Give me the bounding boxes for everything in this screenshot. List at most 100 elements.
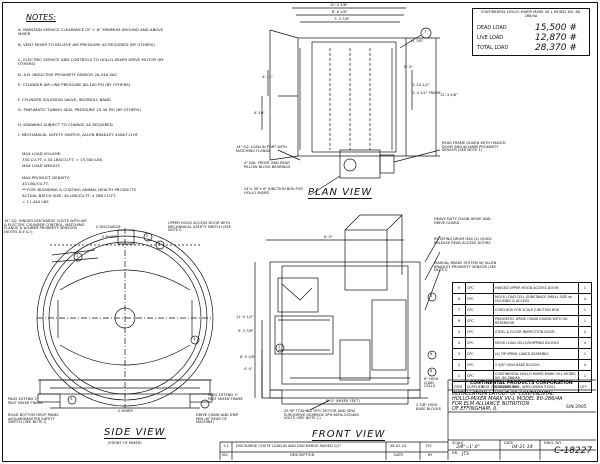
front-dim-width: 6'-0" <box>324 235 333 239</box>
bom-header-qty: QTY <box>578 381 592 393</box>
bom-cell-no: 9 <box>452 282 466 294</box>
bom-cell-no: 1 <box>452 370 466 382</box>
side-label-mixer-cl-bottom: £ MIXER <box>118 409 133 413</box>
drawing-number: C-18227 <box>554 446 593 456</box>
plan-dim-7: 6'-3" <box>404 65 413 69</box>
revision-description: DISCHARGE CHUTE LOAD-IN AND DISCHARGE RA… <box>236 444 342 448</box>
bom-cell-no: 2 <box>452 359 466 371</box>
bom-cell-desc: 2 5/8" HIGH BASE BLOCKS <box>493 359 579 371</box>
bom-cell-qty: 1 <box>578 282 592 294</box>
side-label-discharge-chute: 14" SQ. HINGED DISCHARGE CHUTE WITH AIR … <box>4 219 87 234</box>
serial-number: S/N 2905 <box>566 405 587 410</box>
side-label-discharge-cl: £ DISCHARGE <box>96 225 121 229</box>
note-extra: MAX LOAD VOLUME: <box>22 151 62 156</box>
bom-header-row: ITEM SUPPLIER DESCRIPTION QTY <box>452 381 592 393</box>
bom-cell-desc: STEEL & FLOOR INSPECTION DOOR <box>493 326 579 338</box>
scale-value: 3/8"=1'-0" <box>456 445 480 450</box>
front-label-motor: 25 HP TOSHIBA TEFC MOTOR AND SEW EURODRI… <box>284 409 359 421</box>
bom-cell-supplier: CPC <box>465 326 494 338</box>
side-label-upper-hood: UPPER HOOD ACCESS DOOR WITH MECHANICAL S… <box>168 221 232 233</box>
front-label-chain-drive: HEAVY DUTY CHAIN DRIVE AND DRIVE GUARD <box>434 217 491 225</box>
bom-cell-desc: CONTINENTAL HOLLO-MIXER MARK VII-L MODEL… <box>493 370 579 382</box>
dead-load-label: DEAD LOAD <box>477 25 507 31</box>
bom-cell-supplier: CPC <box>465 315 494 327</box>
plan-dim-4: 4'-11" <box>262 75 273 79</box>
note-item: G. PNEUMATIC TUBING SEAL PRESSURE 15-30 … <box>18 107 141 112</box>
plan-dim-10: 1'-4 1/2" FRAME <box>412 91 441 95</box>
bom-cell-supplier: CPC <box>465 282 494 294</box>
total-load-label: TOTAL LOAD <box>477 45 509 51</box>
front-dim-5: 4'-0" <box>244 367 253 371</box>
bom-cell-no: 6 <box>452 315 466 327</box>
front-dim-load-cells: 6" HIGH LOAD CELLS <box>424 377 439 389</box>
drawn-by: JTS <box>462 452 469 457</box>
bom-cell-desc: MOCK LOAD CELLS/SHIPPING BLOCKS <box>493 337 579 349</box>
note-item: H. DRAWING SUBJECT TO CHANGE AS REQUIRED <box>18 122 113 127</box>
bom-cell-qty: 4 <box>578 337 592 349</box>
date-value: 04-21-14 <box>512 445 533 450</box>
bom-header-desc: DESCRIPTION <box>493 381 579 393</box>
date-label: DATE <box>504 441 514 445</box>
front-callout-5: 5 <box>430 294 433 298</box>
note-extra: 45 LBS/CU.FT. <box>22 181 49 186</box>
note-item: A. MAINTAIN SERVICE CLEARANCE OF 1'-6" M… <box>18 27 164 36</box>
note-extra: = 11,440 LBS <box>22 199 49 204</box>
note-item: F. CYLINDER SOLENOID VALVE, INCRNOLL BAN… <box>18 97 111 102</box>
bom-cell-supplier: CPC <box>465 348 494 360</box>
side-callout-9: 9 <box>70 397 73 401</box>
note-extra: MAX LOAD WEIGHT: <box>22 163 61 168</box>
note-extra: ** FOR: BLENDING & COATING ANIMAL HEALTH… <box>22 187 136 192</box>
bom-cell-no: 4 <box>452 337 466 349</box>
front-label-brake: MANUAL BRAKE SYSTEM W/ ALLEN BRADLEY PRO… <box>434 261 497 273</box>
project-line-3: FOR ELM ALLIANCE NUTRITION <box>452 401 530 407</box>
bom-cell-desc: MOCK LOAD CELL SUBSTANCE SMALL SIZE w/ H… <box>493 293 579 305</box>
revision-by: JTS <box>426 444 432 448</box>
bom-cell-qty: 4 <box>578 293 592 305</box>
bom-cell-supplier: CPC <box>465 359 494 371</box>
bom-cell-desc: PNEUMATIC DRIVE CHAIN GUARD WITH OIL RES… <box>493 315 579 327</box>
bom-cell-no: 5 <box>452 326 466 338</box>
side-callout-1: 1 <box>76 254 79 258</box>
plan-label-bearings: 4" DIA. FRONT AND REAR PILLOW BLOCK BEAR… <box>244 161 291 169</box>
plan-dim-3: 7'-3 7/8" <box>334 17 350 21</box>
bom-cell-supplier: CPC <box>465 304 494 316</box>
company-address: BOX 736 MILWAUKEE, WISCONSIN 53201 <box>482 385 556 389</box>
front-dim-height: 11'-0 1/2" <box>236 315 254 319</box>
bom-cell-qty: 1 <box>578 370 592 382</box>
side-callout-4: 4 <box>193 337 196 341</box>
bom-cell-qty: 2 <box>578 326 592 338</box>
side-callout-2: 2 <box>146 234 149 238</box>
drawn-label: DR. <box>452 451 459 455</box>
note-item: B. VENT MIXER TO RELIEVE AIR PRESSURE AS… <box>18 42 155 47</box>
live-load-value: 12,870 # <box>535 33 577 43</box>
load-table-header: CONTINENTAL HOLLO-MIXER MARK VII-L MODEL… <box>480 10 582 18</box>
bom-cell-desc: (4) TIP SPRAY LANCE ASSEMBLY <box>493 348 579 360</box>
notes-heading: NOTES: <box>26 13 56 22</box>
front-dim-base-blocks: 2 5/8" HIGH BASE BLOCKS <box>416 403 441 411</box>
plan-view-title: PLAN VIEW <box>308 187 373 199</box>
side-callout-3: 3 <box>158 242 161 246</box>
side-label-pads-left: PADS EXTEND 2" PAST MIXER FRAME <box>8 397 43 405</box>
front-view-title: FRONT VIEW <box>312 429 386 441</box>
revision-date: 08-01-14 <box>390 444 407 448</box>
plan-label-load-port: 14" SQ. LOAD-IN PORT WITH MATCHING FLANG… <box>236 145 287 153</box>
note-extra: MAX PRODUCT DENSITY: <box>22 175 70 180</box>
bom-cell-no: 8 <box>452 293 466 305</box>
revision-header-desc: DESCRIPTION <box>290 453 315 457</box>
side-label-pads-right: PADS EXTEND 2" PAST MIXER FRAME <box>208 393 243 401</box>
bom-cell-no: 3 <box>452 348 466 360</box>
note-item: D. A.R. INDUCTIVE PROXIMITY SENSOR 20-24… <box>18 72 118 77</box>
dwg-label: DWG. NO. <box>544 441 562 445</box>
side-label-mixer-cl: £ MIXER <box>102 235 117 239</box>
